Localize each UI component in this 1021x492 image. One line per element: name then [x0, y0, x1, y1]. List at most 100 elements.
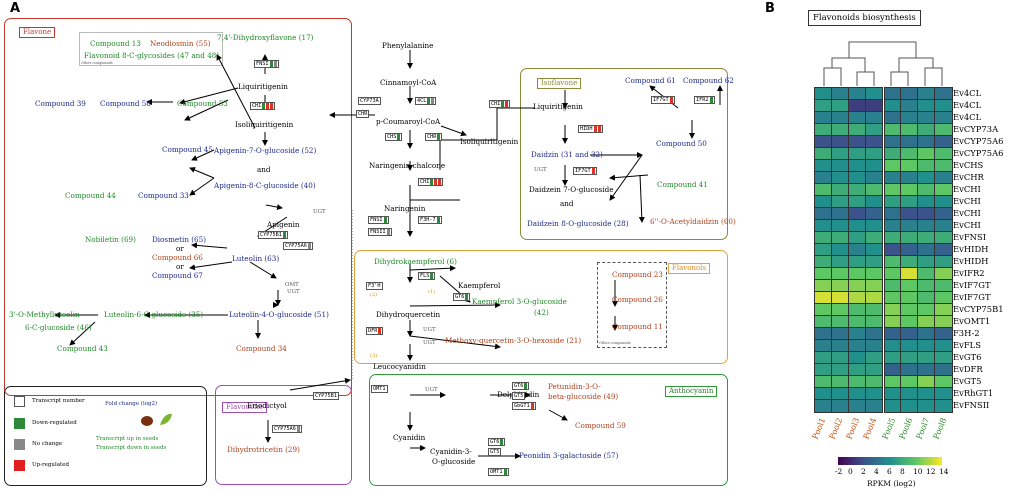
heatmap-cell [934, 219, 953, 233]
gene-fnsi-a-label: FNSI [256, 61, 269, 67]
ugt-4: UGT [423, 327, 436, 333]
gene-gbgt1-label: GbGT1 [514, 403, 530, 409]
methylluteolin: 3'-O-Methylluteolin [9, 310, 80, 319]
heatmap-cell [830, 267, 850, 281]
compound-58: Compound 58 [100, 99, 151, 108]
heatmap-cell [830, 375, 850, 389]
heatmap-cell [934, 135, 953, 149]
heatmap-cell [830, 315, 850, 329]
naringenin: Naringenin [384, 204, 426, 213]
compound-44: Compound 44 [65, 191, 116, 200]
cyanidin: Cyanidin [393, 433, 426, 442]
heatmap-cell [813, 183, 833, 197]
cyanidin-3-o-glucoside: Cyanidin-3- [430, 447, 472, 456]
heatmap-cell [847, 339, 867, 353]
heatmap-row-label: EvIF7GT [953, 280, 991, 290]
legend-transcript-up: Transcript up in seeds [96, 436, 159, 442]
gene-gbgt1: GbGT1 [512, 402, 536, 410]
gene-chi-b-label: CHI [491, 101, 501, 107]
gene-gt5-a-label: GT5 [514, 393, 524, 399]
heatmap-cell [883, 171, 902, 185]
gene-chr-a: CHR [356, 110, 370, 118]
heatmap-cell [934, 159, 953, 173]
colorbar [838, 457, 942, 465]
heatmap-cell [900, 291, 919, 305]
heatmap-cell [847, 387, 867, 401]
heatmap-cell [934, 303, 953, 317]
petunidin: Petunidin-3-O- [548, 382, 601, 391]
heatmap-cell [883, 87, 902, 101]
heatmap-row-label: EvIFR2 [953, 268, 985, 278]
kaempferol-3-o-glucoside: Kaempferol 3-O-glucoside [472, 297, 567, 306]
heatmap-cell [847, 315, 867, 329]
heatmap-row-label: EvCYP75B1 [953, 304, 1004, 314]
ugt-2: UGT [287, 289, 300, 295]
petunidin-2: beta-glucoside (49) [548, 392, 619, 401]
heatmap-cell [883, 123, 902, 137]
compound-67: Compound 67 [152, 271, 203, 280]
kaempferol-3-o-glucoside-number: (42) [534, 308, 549, 317]
heatmap-cell [830, 327, 850, 341]
heatmap-cell [830, 279, 850, 293]
heatmap-cell [917, 363, 936, 377]
gene-chi-a: CHI [250, 102, 276, 110]
heatmap-cell [830, 303, 850, 317]
cyanidin-3-o-glucoside-2: O-glucoside [432, 457, 476, 466]
heatmap-cell [900, 243, 919, 257]
heatmap-cell [900, 159, 919, 173]
heatmap-cell [883, 219, 902, 233]
heatmap-row-label: EvCHI [953, 184, 981, 194]
heatmap-cell [900, 339, 919, 353]
compound-41: Compound 41 [657, 180, 708, 189]
heatmap-cell [813, 171, 833, 185]
heatmap-cell [813, 399, 833, 413]
heatmap-cell [847, 111, 867, 125]
dihydroxyflavone: 7,4'-Dihydroxyflavone (17) [217, 33, 314, 42]
eriodictyol: Eriodictyol [247, 401, 287, 410]
heatmap-cell [917, 87, 936, 101]
heatmap-cell [864, 291, 884, 305]
gene-chi-a-label: CHI [252, 103, 262, 109]
gene-gt6-a-label: GT6 [455, 294, 465, 300]
gene-cyp75a6-a-label: CYP75A6 [285, 243, 307, 249]
heatmap-cell [900, 399, 919, 413]
colorbar-tick: 6 [887, 467, 892, 476]
heatmap-cell [934, 99, 953, 113]
heatmap-cell [847, 243, 867, 257]
legend-transcript-number: Transcript number [32, 398, 85, 404]
heatmap-cell [883, 267, 902, 281]
heatmap-cell [917, 159, 936, 173]
heatmap-row-label: EvHIDH [953, 256, 989, 266]
column-dendrogram [823, 41, 943, 86]
heatmap-cell [883, 339, 902, 353]
heatmap-cell [900, 219, 919, 233]
heatmap-cell [883, 255, 902, 269]
heatmap-row-label: EvDFR [953, 364, 983, 374]
gene-4cl: 4CL [415, 97, 437, 105]
heatmap-cell [934, 255, 953, 269]
heatmap-cell [847, 123, 867, 137]
heatmap-cell [900, 147, 919, 161]
dihydrotricetin: Dihydrotricetin (29) [227, 445, 300, 454]
heatmap-cell [847, 363, 867, 377]
heatmap-cell [900, 315, 919, 329]
colorbar-tick: 14 [939, 467, 949, 476]
flavonoid-8c: Flavonoid 8-C-glycosides (47 and 48) [84, 51, 220, 60]
heatmap-cell [900, 255, 919, 269]
heatmap-cell [883, 231, 902, 245]
heatmap-cell [934, 183, 953, 197]
heatmap-cell [883, 99, 902, 113]
gene-ifr2-label: IFR2 [696, 97, 709, 103]
heatmap-cell [864, 183, 884, 197]
gene-fnsii-label: FNSII [370, 229, 386, 235]
heatmap-cell [864, 315, 884, 329]
heatmap-cell [900, 123, 919, 137]
legend-transcript-swatch [14, 396, 25, 407]
heatmap-cell [813, 291, 833, 305]
or-2: or [176, 262, 184, 271]
heatmap-cell [847, 267, 867, 281]
heatmap-cell [917, 111, 936, 125]
heatmap-cell [813, 315, 833, 329]
daidzein-7-o-glucoside: Daidzein 7-O-glucoside [529, 185, 614, 194]
isoflavone-label: Isoflavone [537, 78, 582, 89]
